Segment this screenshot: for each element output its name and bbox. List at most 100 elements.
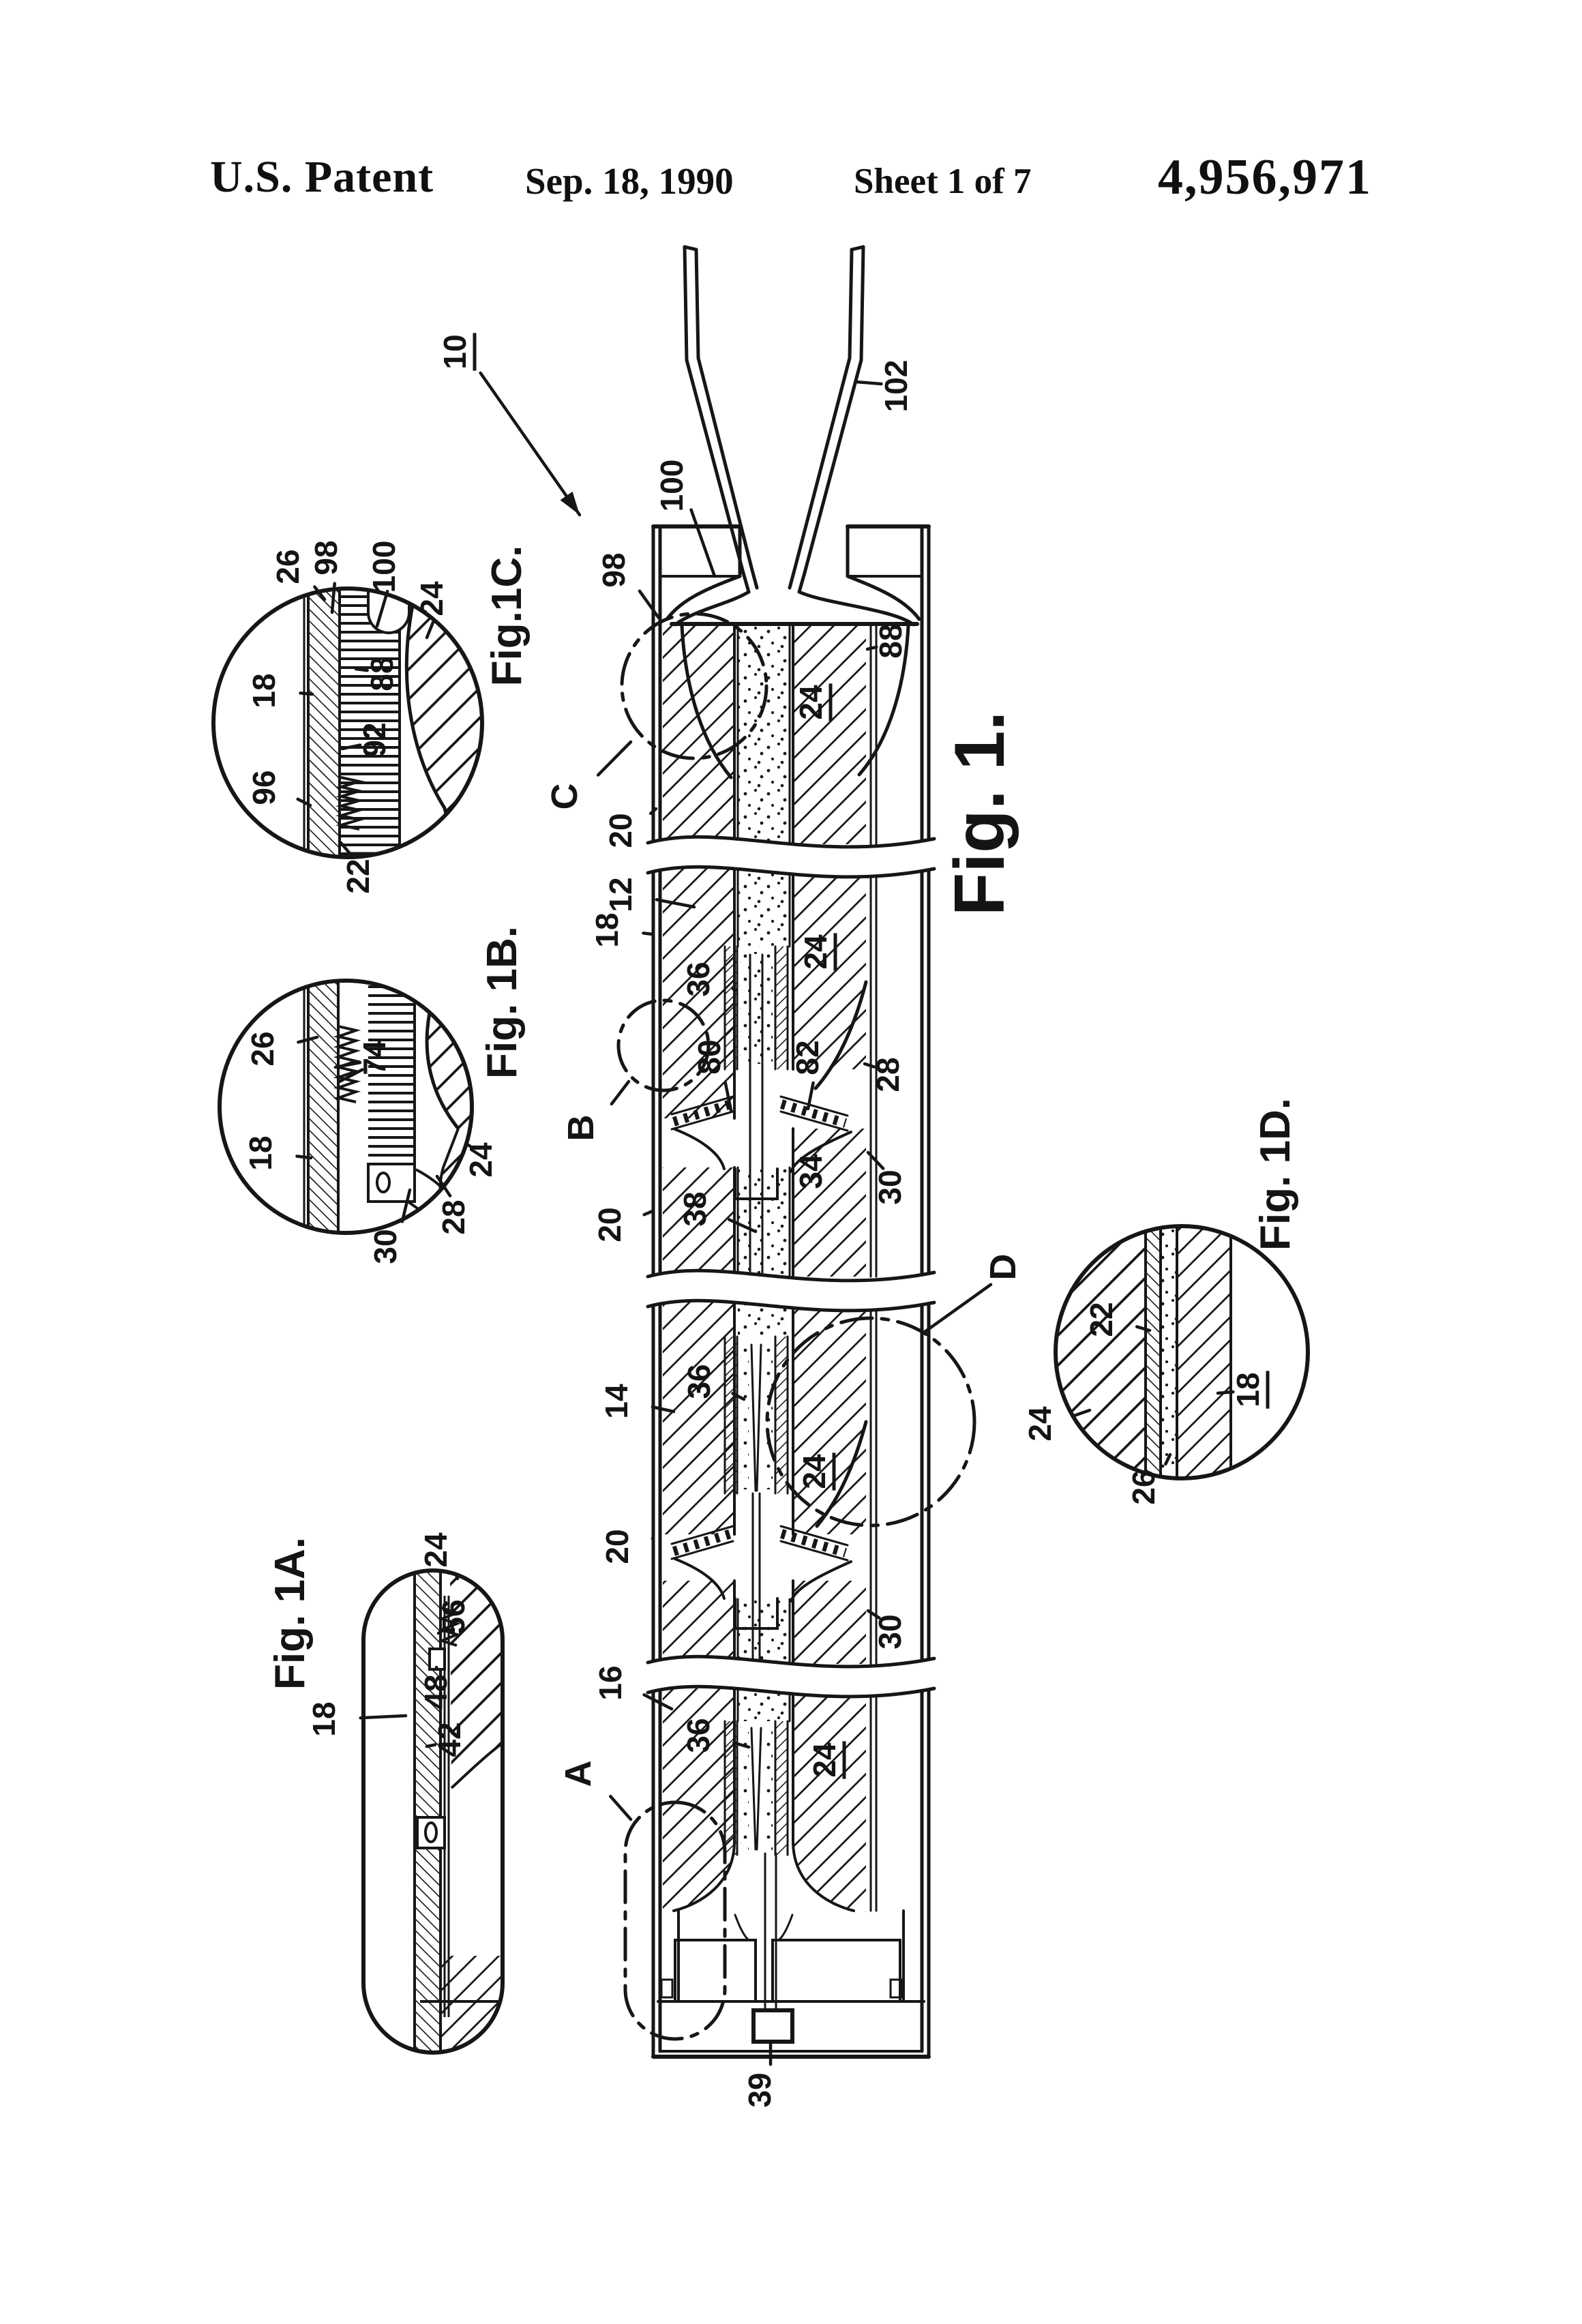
- svg-text:Fig.1C.: Fig.1C.: [483, 546, 531, 687]
- svg-text:88: 88: [364, 656, 400, 691]
- ref-label: C: [544, 784, 585, 810]
- ref-label: 100: [654, 460, 689, 512]
- leader-line: [866, 1150, 885, 1170]
- ref-label: 36: [681, 962, 716, 996]
- ref-label: 28: [870, 1057, 906, 1092]
- ref-label: 34: [793, 1154, 829, 1189]
- leader-line: [723, 1080, 733, 1112]
- leader-line: [609, 1794, 633, 1821]
- ref-label: 56: [436, 1599, 471, 1634]
- locator-circle-C: [620, 612, 768, 760]
- leader-line: [295, 1154, 313, 1160]
- leader-line: [436, 1628, 445, 1635]
- ref-label: 100: [366, 541, 402, 593]
- leader-line: [1135, 1325, 1152, 1332]
- svg-text:20: 20: [603, 813, 638, 848]
- figure-title: Fig. 1B.: [479, 926, 526, 1079]
- leader-line: [313, 585, 327, 601]
- ref-label: 18: [1230, 1371, 1270, 1409]
- leader-line: [865, 645, 878, 651]
- ref-label: 30: [368, 1229, 403, 1264]
- locator-circle-D: [765, 1316, 976, 1528]
- svg-text:20: 20: [599, 1529, 635, 1564]
- ref-label: 24: [414, 581, 449, 616]
- ref-label: 26: [270, 549, 305, 584]
- spring-56: [438, 1607, 461, 1647]
- ref-label: 14: [599, 1384, 634, 1419]
- leader-line: [651, 1405, 676, 1414]
- locator-capsule-A: [623, 1800, 727, 2041]
- svg-text:D: D: [983, 1254, 1024, 1281]
- section-edges: [672, 625, 878, 1912]
- leader-line: [1073, 1408, 1092, 1417]
- svg-text:36: 36: [681, 962, 716, 996]
- svg-text:Fig. 1D.: Fig. 1D.: [1252, 1098, 1299, 1251]
- svg-text:22: 22: [1084, 1302, 1119, 1337]
- ref-label: 26: [1126, 1470, 1161, 1504]
- svg-text:24: 24: [796, 1454, 832, 1489]
- svg-text:82: 82: [790, 1040, 825, 1075]
- ref-label: 26: [245, 1031, 280, 1066]
- leader-line: [296, 797, 312, 807]
- svg-text:18: 18: [246, 673, 282, 708]
- svg-text:10: 10: [437, 334, 473, 369]
- svg-text:96: 96: [246, 770, 282, 805]
- main-assembly-fig1: [616, 245, 976, 2059]
- svg-text:Fig. 1.: Fig. 1.: [940, 711, 1019, 916]
- svg-text:48: 48: [418, 1674, 453, 1709]
- svg-text:18: 18: [306, 1701, 342, 1736]
- svg-text:18: 18: [589, 912, 625, 947]
- leader-line: [731, 1392, 746, 1401]
- leader-line: [454, 1572, 460, 1581]
- ref-label: 16: [593, 1665, 628, 1700]
- leader-line: [479, 371, 582, 517]
- svg-text:14: 14: [599, 1384, 634, 1419]
- ref-label: 42: [432, 1722, 467, 1757]
- svg-text:100: 100: [654, 460, 689, 512]
- svg-text:12: 12: [603, 877, 638, 912]
- detail-fig-1d: [1054, 1224, 1310, 1480]
- ref-label: 36: [681, 1718, 716, 1753]
- ref-label: 39: [742, 2072, 777, 2107]
- svg-text:22: 22: [340, 859, 376, 893]
- ref-label: 18: [246, 673, 282, 708]
- ref-label: 18: [306, 1701, 342, 1736]
- svg-text:30: 30: [872, 1170, 908, 1204]
- leader-line: [648, 807, 658, 816]
- patent-header-sheet: Sheet 1 of 7: [854, 162, 1032, 201]
- svg-text:24: 24: [418, 1532, 453, 1568]
- svg-text:36: 36: [681, 1718, 716, 1753]
- ref-label: 24: [418, 1532, 453, 1568]
- leader-line: [425, 1743, 437, 1748]
- svg-text:30: 30: [368, 1229, 403, 1264]
- ref-label: 20: [592, 1207, 627, 1242]
- ref-label: 20: [599, 1529, 635, 1564]
- svg-text:92: 92: [357, 722, 392, 757]
- svg-text:Fig. 1B.: Fig. 1B.: [479, 926, 526, 1079]
- detail-fig-1b: [218, 979, 474, 1235]
- svg-text:100: 100: [366, 541, 402, 593]
- leader-line: [465, 1142, 472, 1148]
- svg-text:20: 20: [592, 1207, 627, 1242]
- leader-line: [642, 932, 655, 936]
- svg-text:24: 24: [463, 1142, 498, 1178]
- leader-line: [400, 1188, 412, 1223]
- ref-label: 22: [1084, 1302, 1119, 1337]
- svg-text:88: 88: [873, 623, 908, 658]
- figure-title: Fig. 1A.: [267, 1537, 314, 1690]
- ref-label: 98: [596, 552, 631, 587]
- ref-label: 22: [340, 859, 376, 893]
- ref-label: 24: [463, 1142, 498, 1178]
- break-lines: [646, 835, 936, 1699]
- leader-line: [1164, 1452, 1172, 1466]
- svg-text:16: 16: [593, 1665, 628, 1700]
- ref-label: 88: [873, 623, 908, 658]
- svg-text:24: 24: [1022, 1406, 1058, 1442]
- ref-label: 82: [790, 1040, 825, 1075]
- ref-label: 96: [246, 770, 282, 805]
- leader-line: [435, 1174, 452, 1197]
- leader-line: [338, 1068, 364, 1084]
- ref-label: 18: [589, 912, 625, 947]
